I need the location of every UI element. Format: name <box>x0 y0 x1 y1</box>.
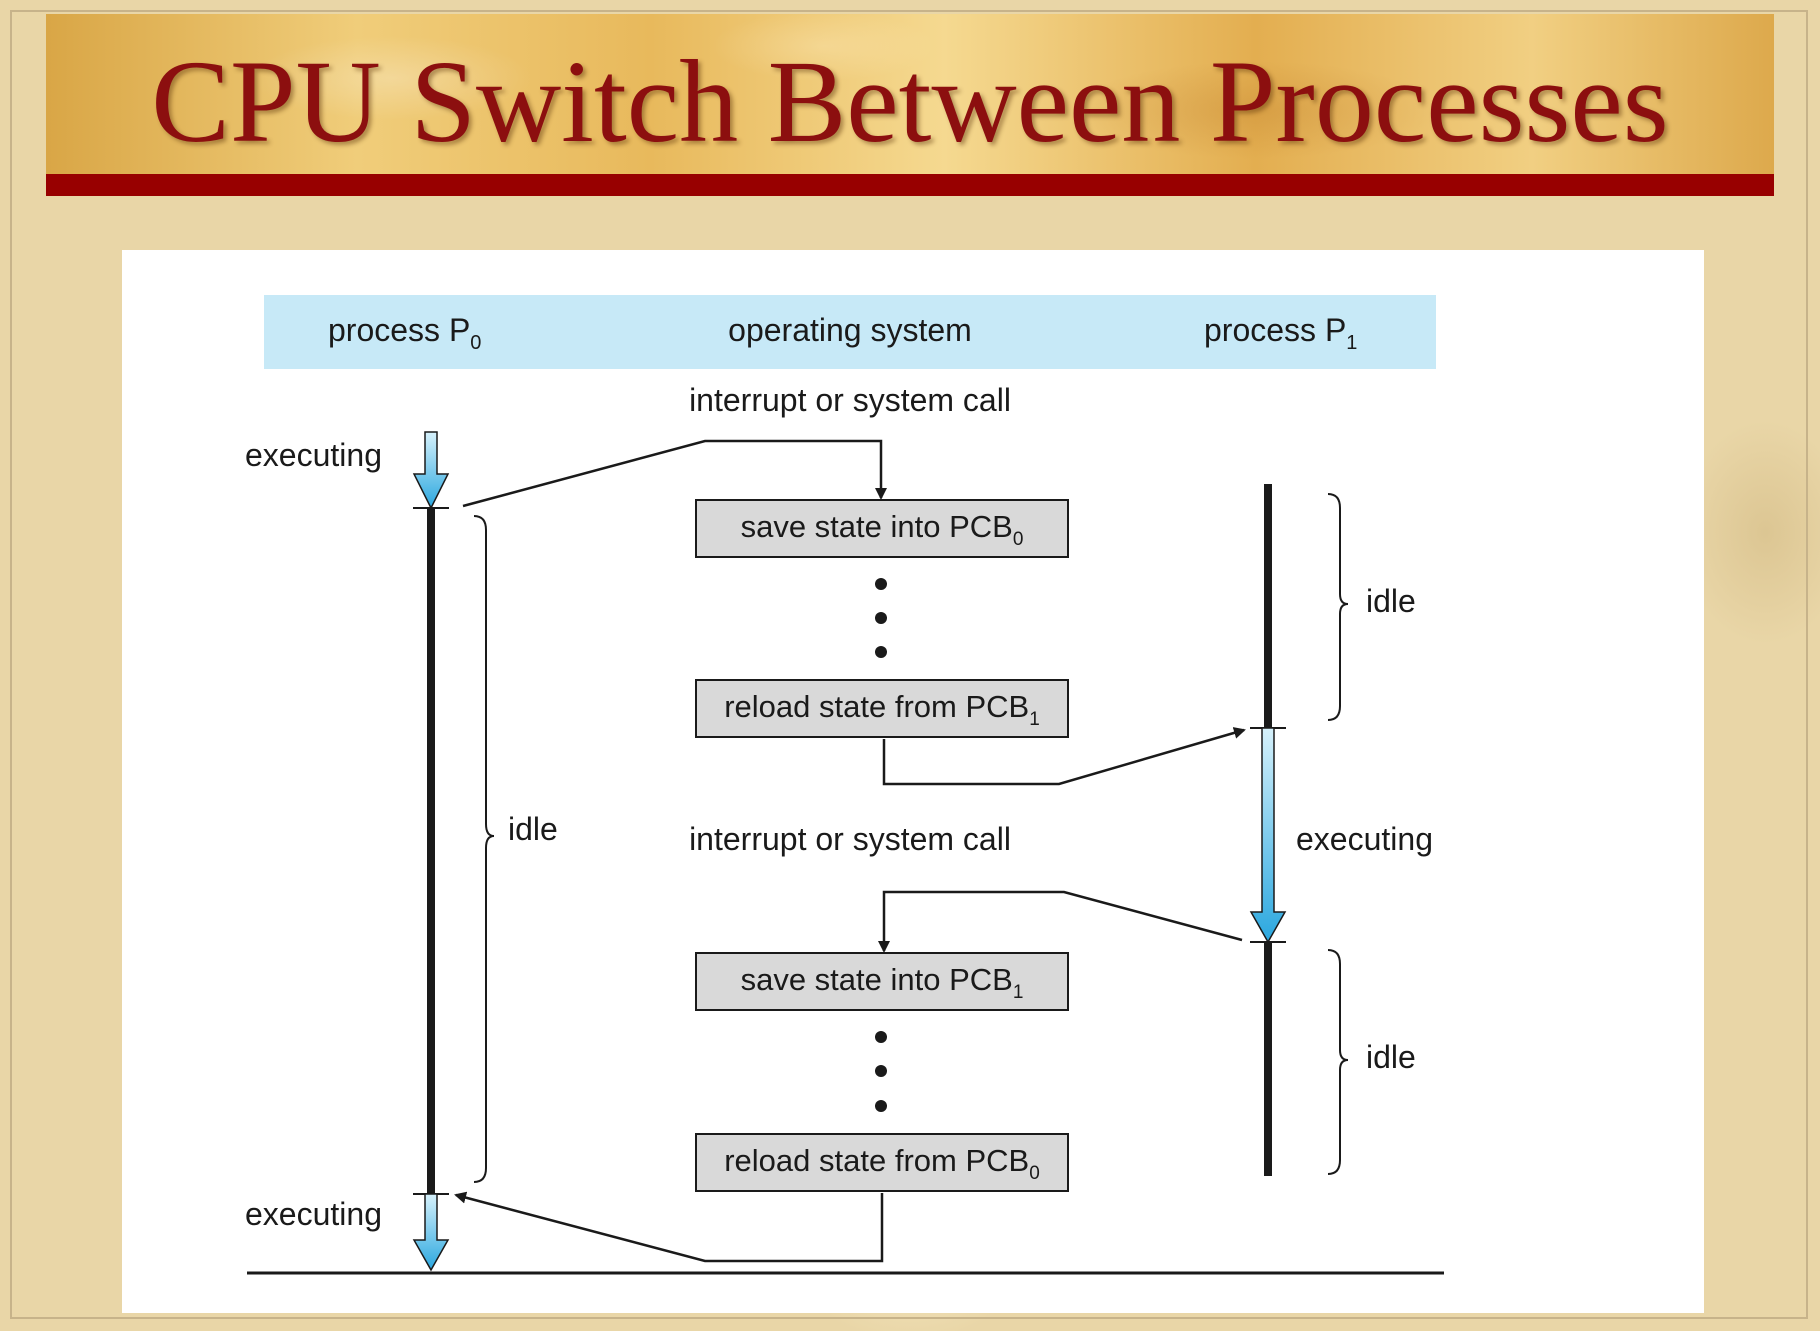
box-save-state-pcb1: save state into PCB1 <box>695 952 1069 1011</box>
title-banner: CPU Switch Between Processes <box>46 14 1774 174</box>
svg-text:save state into PCB1: save state into PCB1 <box>741 962 1024 1003</box>
connector-p0-to-save-pcb0 <box>462 439 887 508</box>
svg-text:save state into PCB0: save state into PCB0 <box>741 509 1024 550</box>
header-process-p1: process P1 <box>1204 312 1357 354</box>
ellipsis-dots-top <box>875 578 887 658</box>
header-process-p0: process P0 <box>328 312 481 354</box>
header-process-p0-subscript: 0 <box>470 332 481 354</box>
p0-idle-label: idle <box>508 811 558 847</box>
header-process-p1-subscript: 1 <box>1346 332 1357 354</box>
p1-idle-brace-bottom <box>1327 949 1349 1175</box>
box-save-state-pcb1-subscript: 1 <box>1013 982 1024 1003</box>
p1-idle-label-top: idle <box>1366 583 1416 619</box>
p0-idle-line <box>427 508 435 1194</box>
p0-executing-arrow-top <box>412 431 450 510</box>
interrupt-label-top: interrupt or system call <box>689 382 1011 418</box>
p1-idle-brace-top <box>1327 493 1349 721</box>
box-reload-state-pcb1-subscript: 1 <box>1029 709 1040 730</box>
svg-text:reload state from PCB0: reload state from PCB0 <box>724 1143 1040 1184</box>
p1-idle-label-bottom: idle <box>1366 1039 1416 1075</box>
context-switch-diagram: process P0 operating system process P1 i… <box>245 295 1444 1275</box>
p0-executing-label-bottom: executing <box>245 1196 382 1232</box>
header-band <box>264 295 1436 369</box>
box-reload-state-pcb0: reload state from PCB0 <box>695 1133 1069 1192</box>
diagram-panel: process P0 operating system process P1 i… <box>122 250 1704 1313</box>
p1-idle-line-top <box>1264 484 1272 728</box>
box-save-state-pcb0: save state into PCB0 <box>695 499 1069 558</box>
box-save-state-pcb0-subscript: 0 <box>1013 529 1024 550</box>
ellipsis-dots-bottom <box>875 1031 887 1112</box>
connector-p1-to-save-pcb1 <box>878 890 1243 953</box>
slide-title: CPU Switch Between Processes <box>151 36 1669 167</box>
p0-executing-arrow-bottom <box>412 1193 450 1272</box>
header-operating-system: operating system <box>728 312 972 348</box>
p0-executing-label-top: executing <box>245 437 382 473</box>
box-reload-state-pcb0-subscript: 0 <box>1029 1163 1040 1184</box>
interrupt-label-middle: interrupt or system call <box>689 821 1011 857</box>
connector-reload-pcb0-to-p0 <box>454 1191 884 1263</box>
svg-text:reload state from PCB1: reload state from PCB1 <box>724 689 1040 730</box>
p1-idle-line-bottom <box>1264 942 1272 1176</box>
connector-reload-pcb1-to-p1 <box>882 727 1246 786</box>
p0-idle-brace <box>473 515 495 1183</box>
title-underline-bar <box>46 174 1774 196</box>
box-reload-state-pcb1: reload state from PCB1 <box>695 679 1069 738</box>
p1-executing-label: executing <box>1296 821 1433 857</box>
p1-executing-arrow <box>1249 727 1287 944</box>
